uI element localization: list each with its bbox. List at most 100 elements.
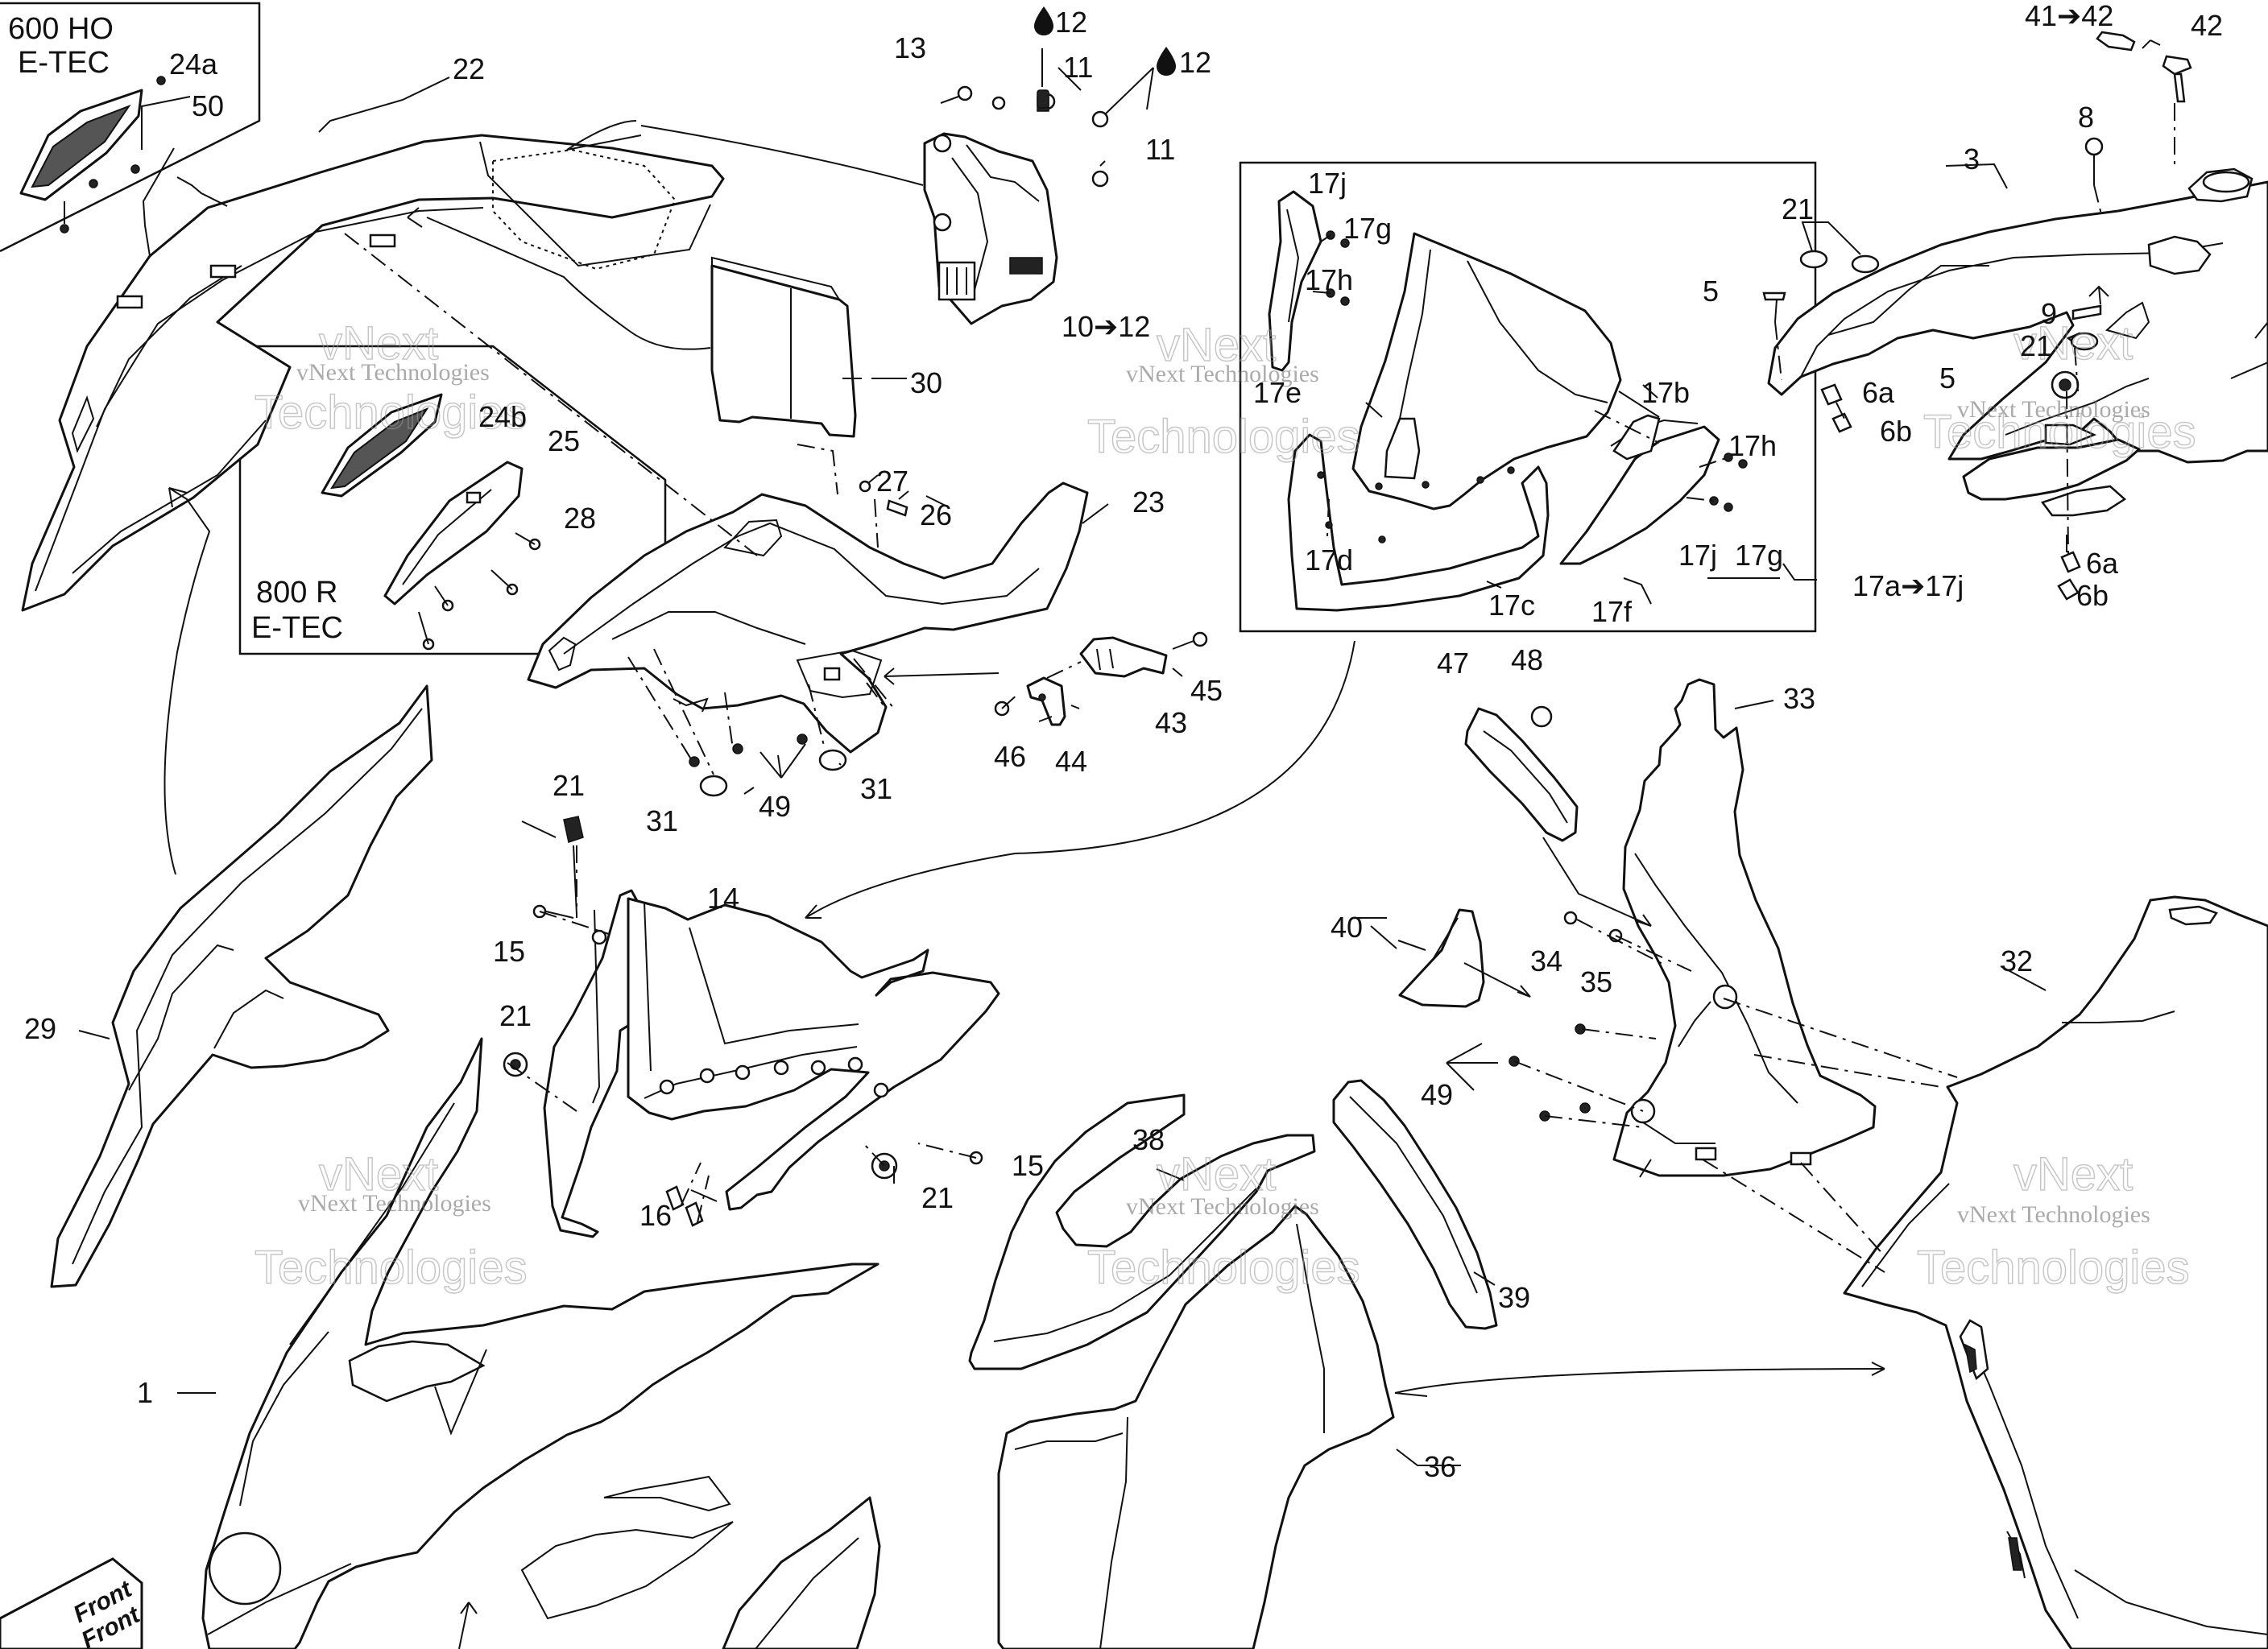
hardware-13-screw	[940, 85, 973, 104]
label-33: 33	[1783, 682, 1815, 715]
part-17e-left-trim	[1268, 190, 1350, 372]
label-21-tank: 21	[1782, 192, 1814, 225]
label-21-right: 21	[921, 1181, 954, 1214]
label-46: 46	[994, 740, 1026, 773]
label-17j-top: 17j	[1308, 167, 1347, 200]
label-28: 28	[564, 502, 596, 535]
label-49-center: 49	[759, 790, 791, 823]
label-17g-right: 17g	[1735, 539, 1783, 572]
watermark-vnext-technologies-4: vNext Technologies	[298, 1190, 491, 1217]
label-17h-right: 17h	[1728, 429, 1777, 462]
label-32: 32	[2001, 944, 2033, 977]
group-label-800-line1: 800 R	[256, 576, 337, 610]
label-5-right: 5	[1939, 362, 1956, 395]
label-16: 16	[639, 1199, 672, 1232]
label-1: 1	[137, 1376, 153, 1409]
label-12-top: 12	[1055, 6, 1087, 39]
label-5-left: 5	[1703, 275, 1719, 308]
part-25-vent-cover	[383, 461, 541, 651]
group-box-17	[1239, 161, 1817, 633]
label-23: 23	[1132, 486, 1165, 519]
oil-drop-icon	[1157, 47, 1176, 76]
part-lower-fairing	[722, 1496, 881, 1649]
hardware-21-grommets-tank	[1799, 221, 2099, 399]
label-31-left: 31	[646, 804, 678, 837]
hardware-45-screw	[1172, 631, 1208, 650]
label-31-right: 31	[860, 772, 892, 805]
front-direction-badge: Front Front	[0, 1557, 146, 1649]
label-17a-17j: 17a➔17j	[1852, 569, 1964, 602]
watermark-technologies-6: Technologies	[1917, 1242, 2190, 1294]
label-17c: 17c	[1488, 589, 1535, 622]
label-21-left: 21	[499, 999, 532, 1032]
part-labels: 22 24a 50 13 12 11 12 11 10➔12 30 24b 25…	[24, 0, 2223, 1483]
part-43-hinge-clip	[1079, 636, 1168, 678]
label-3: 3	[1964, 143, 1980, 176]
watermark-vnext-1: vNext	[319, 317, 438, 370]
watermark-3: vNext vNext Technologies Technologies	[1922, 316, 2196, 459]
hardware-34-35-49-right	[1509, 911, 1623, 1122]
watermark-vnext-technologies-6: vNext Technologies	[1957, 1201, 2150, 1228]
label-17h-top: 17h	[1305, 263, 1353, 296]
label-48: 48	[1511, 643, 1543, 676]
label-34: 34	[1530, 944, 1562, 977]
part-44-plate	[1026, 676, 1066, 726]
part-32-side-panel	[1843, 895, 2268, 1649]
hardware-5-screw	[1762, 291, 1786, 323]
watermark-vnext-3: vNext	[2013, 317, 2133, 370]
label-40: 40	[1331, 911, 1363, 944]
label-9: 9	[2041, 297, 2057, 330]
hardware-26-27-bolt	[859, 474, 909, 517]
hardware-21-grommet-left	[503, 1052, 528, 1077]
part-40-pad	[1398, 908, 1485, 1008]
watermark-vnext-technologies-2: vNext Technologies	[1126, 361, 1319, 387]
label-17e: 17e	[1253, 376, 1302, 409]
label-17j-right: 17j	[1678, 539, 1717, 572]
label-36: 36	[1424, 1450, 1456, 1483]
label-35: 35	[1580, 965, 1612, 998]
part-24b-vent-mesh	[321, 393, 443, 498]
label-26: 26	[920, 498, 952, 531]
label-17g-top: 17g	[1343, 212, 1392, 245]
label-6a-upper: 6a	[1862, 376, 1895, 409]
part-39-trim-strip	[1332, 1079, 1498, 1330]
part-29-side-panel	[50, 684, 433, 1288]
hardware-8-screw	[2084, 137, 2104, 185]
label-39: 39	[1498, 1281, 1530, 1314]
watermark-vnext-5: vNext	[1157, 1148, 1276, 1201]
label-11-right: 11	[1145, 133, 1175, 166]
label-6b-lower: 6b	[2076, 579, 2109, 612]
group-label-600-line1: 600 HO	[8, 12, 114, 46]
part-3-tank-lower-panel	[1962, 438, 2141, 517]
part-23-console	[527, 481, 1089, 754]
label-17b: 17b	[1641, 376, 1690, 409]
part-1-front-nose	[201, 1037, 879, 1649]
group-box-800-r: 800 R E-TEC	[238, 345, 667, 655]
label-24a: 24a	[169, 48, 218, 81]
watermark-vnext-technologies-5: vNext Technologies	[1126, 1193, 1319, 1220]
label-12-right: 12	[1179, 46, 1211, 79]
hardware-9-clip	[2071, 304, 2102, 320]
label-17f: 17f	[1591, 595, 1633, 628]
label-13: 13	[894, 31, 926, 64]
hardware-48-rivet	[1530, 705, 1553, 728]
watermark-vnext-4: vNext	[319, 1148, 438, 1201]
label-24b: 24b	[478, 400, 527, 433]
label-30: 30	[910, 366, 942, 399]
watermark-technologies-4: Technologies	[255, 1242, 528, 1294]
label-47: 47	[1437, 647, 1469, 680]
label-leaders	[78, 76, 2047, 1466]
part-17c-lower-trim	[1287, 433, 1550, 612]
group-label-800-line2: E-TEC	[251, 611, 343, 645]
label-10-12: 10➔12	[1062, 310, 1150, 343]
hardware-21-grommet-upper	[563, 816, 584, 915]
part-47-strap	[1464, 707, 1579, 842]
part-14-steering-bracket	[543, 889, 1000, 1238]
watermark-2: vNext vNext Technologies Technologies	[1086, 318, 1360, 464]
hardware-41-42-latch	[2096, 31, 2192, 103]
part-30-panel	[710, 256, 857, 438]
watermark-vnext-technologies-3: vNext Technologies	[1957, 396, 2150, 423]
label-27: 27	[876, 465, 908, 498]
reference-lines	[141, 39, 2175, 1649]
